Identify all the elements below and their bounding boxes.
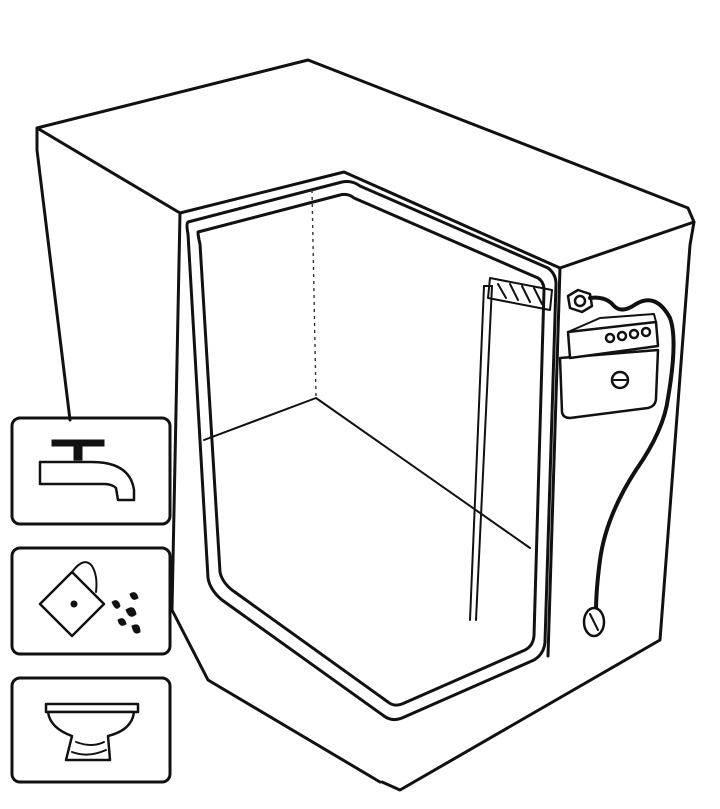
heating-element (469, 277, 553, 621)
control-box (558, 288, 660, 420)
faucet-icon (10, 416, 172, 526)
bucket-pour-icon (10, 546, 172, 656)
power-cable (582, 295, 676, 638)
cutaway-frame (185, 180, 558, 722)
tank-body (35, 58, 696, 792)
interior-lines (203, 189, 531, 549)
toilet-icon (10, 676, 172, 784)
